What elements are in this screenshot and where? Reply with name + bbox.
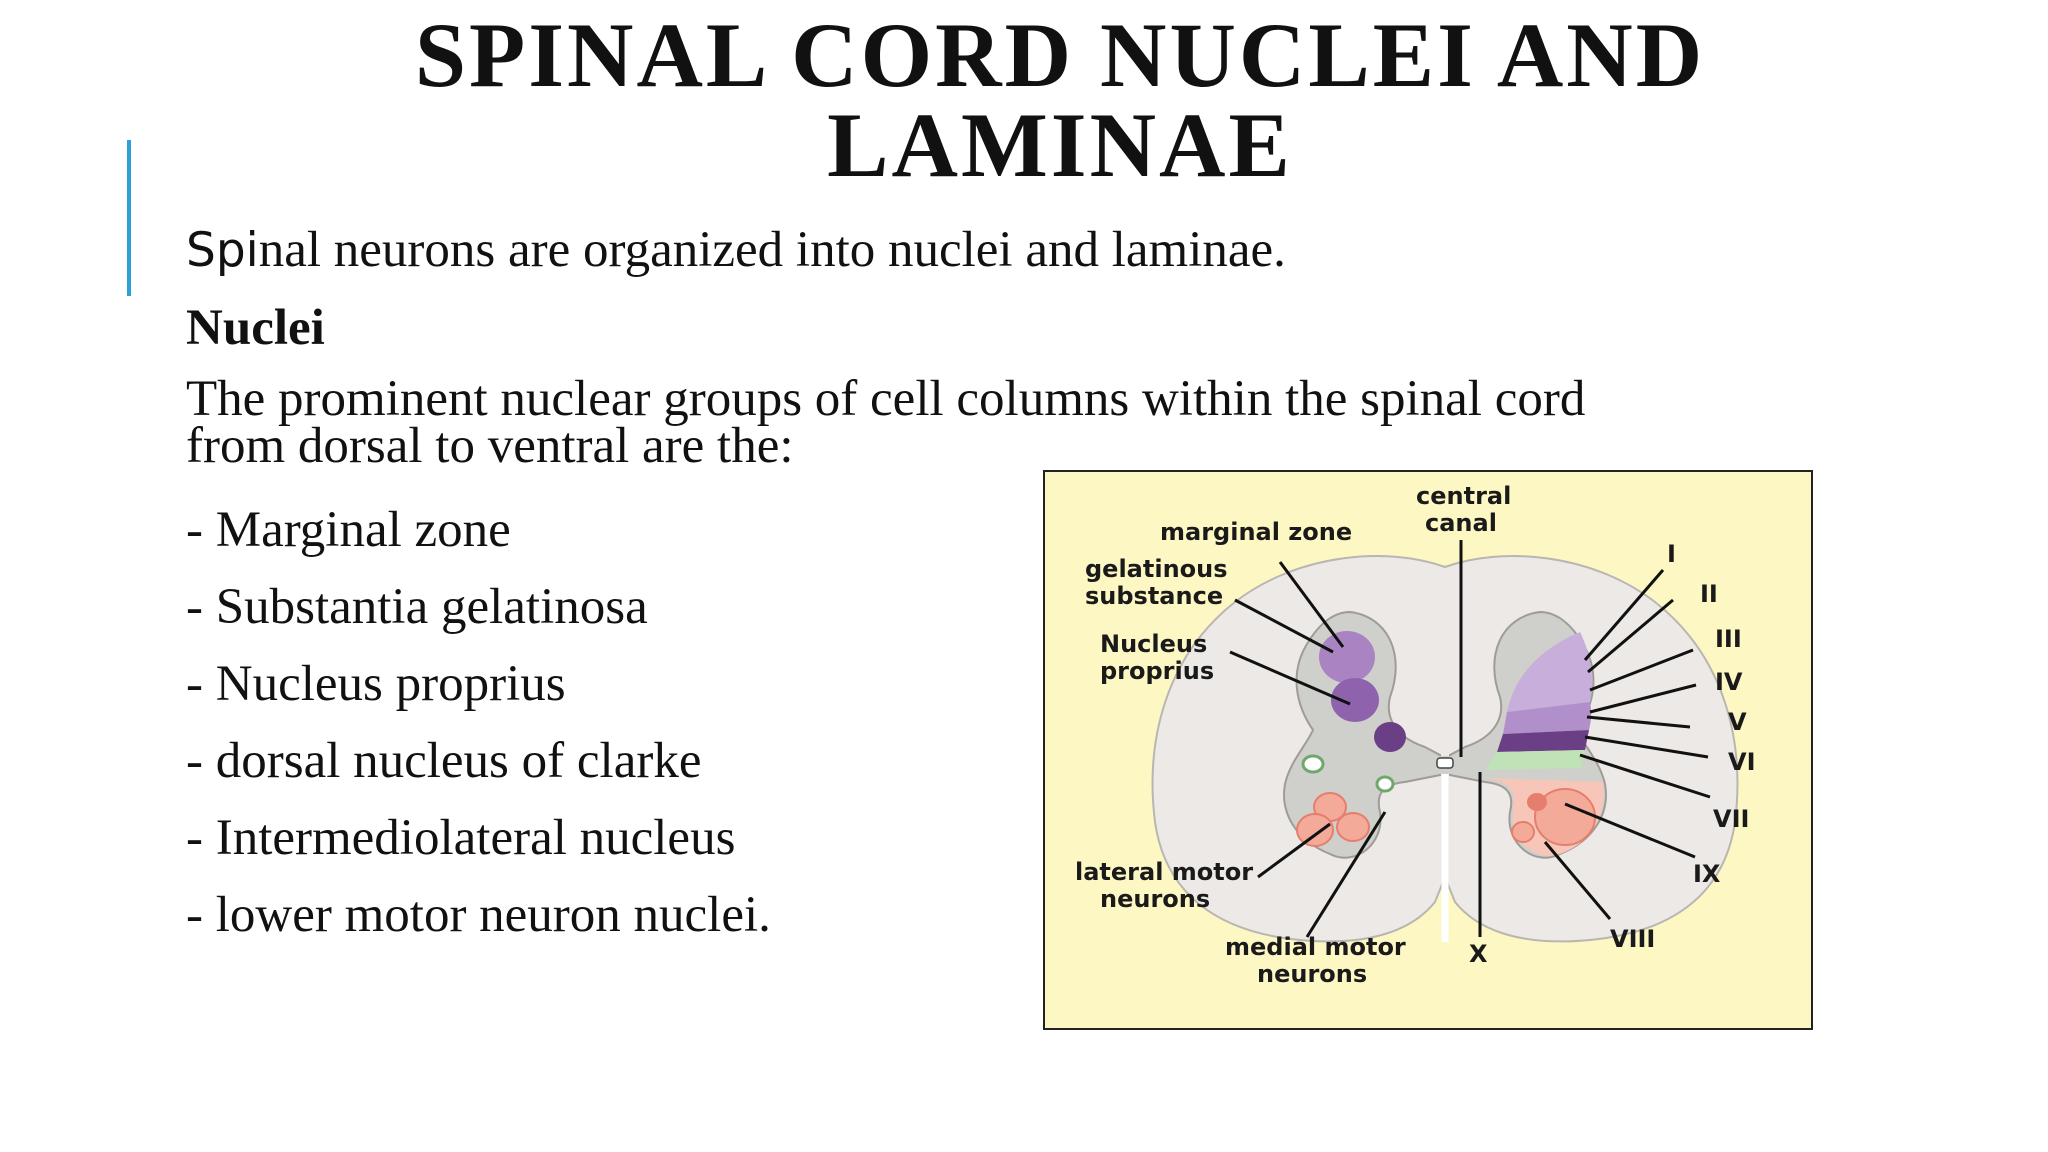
label-nucleus-1: Nucleus bbox=[1100, 630, 1207, 658]
spinal-cord-svg: marginal zone gelatinous substance Nucle… bbox=[1075, 482, 1756, 988]
intro-rest: nal neurons are organized into nuclei an… bbox=[258, 222, 1286, 278]
label-nucleus-2: proprius bbox=[1100, 657, 1214, 685]
list-item-dorsal-nucleus-clarke: - dorsal nucleus of clarke bbox=[186, 733, 702, 789]
list-item-intermediolateral: - Intermediolateral nucleus bbox=[186, 810, 736, 866]
intro-sentence: Spinal neurons are organized into nuclei… bbox=[186, 220, 1286, 281]
nuclei-heading: Nuclei bbox=[186, 300, 325, 356]
right-lamina-vi bbox=[1485, 750, 1585, 770]
label-lateral-2: neurons bbox=[1100, 885, 1210, 913]
left-green-nucleus-2 bbox=[1375, 775, 1395, 793]
list-item-lower-motor-neuron: - lower motor neuron nuclei. bbox=[186, 887, 771, 943]
spinal-cord-diagram: marginal zone gelatinous substance Nucle… bbox=[1043, 470, 1813, 1030]
left-green-nucleus-1 bbox=[1301, 754, 1325, 774]
left-motor-nucleus-3 bbox=[1336, 812, 1370, 842]
lamina-label-viii: VIII bbox=[1610, 925, 1655, 953]
label-lateral-1: lateral motor bbox=[1075, 858, 1253, 886]
list-item-nucleus-proprius: - Nucleus proprius bbox=[186, 656, 566, 712]
right-motor-nucleus-small-1 bbox=[1527, 793, 1547, 811]
intro-paragraph: The prominent nuclear groups of cell col… bbox=[186, 371, 1586, 474]
left-motor-nucleus-2 bbox=[1296, 813, 1334, 847]
left-proprius-nucleus bbox=[1331, 678, 1379, 722]
lamina-label-vii: VII bbox=[1713, 805, 1749, 833]
right-lamina-v bbox=[1497, 730, 1589, 752]
left-gelatinosa-nucleus bbox=[1319, 631, 1375, 683]
title-line-2: LAMINAE bbox=[827, 94, 1293, 196]
lamina-label-ix: IX bbox=[1693, 860, 1721, 888]
lamina-label-v: V bbox=[1728, 708, 1747, 736]
central-canal-shape bbox=[1436, 757, 1454, 769]
label-medial-1: medial motor bbox=[1225, 933, 1406, 961]
lamina-label-ii: II bbox=[1700, 580, 1718, 608]
right-motor-nucleus-small-2 bbox=[1511, 821, 1535, 843]
right-lamina-iv bbox=[1503, 702, 1592, 734]
list-item-marginal-zone: - Marginal zone bbox=[186, 502, 511, 558]
accent-bar bbox=[127, 140, 131, 296]
lamina-label-iii: III bbox=[1715, 625, 1742, 653]
intro-prefix: Spi bbox=[186, 223, 259, 278]
list-item-substantia-gelatinosa: - Substantia gelatinosa bbox=[186, 579, 648, 635]
lamina-label-x: X bbox=[1469, 940, 1488, 968]
title-line-1: SPINAL CORD NUCLEI AND bbox=[414, 4, 1706, 106]
lamina-label-vi: VI bbox=[1728, 748, 1756, 776]
label-gelatinous-2: substance bbox=[1085, 582, 1223, 610]
left-clarke-nucleus bbox=[1374, 722, 1406, 752]
label-medial-2: neurons bbox=[1257, 960, 1367, 988]
label-central: central bbox=[1416, 482, 1511, 510]
lamina-label-i: I bbox=[1667, 540, 1676, 568]
lamina-label-iv: IV bbox=[1715, 668, 1743, 696]
label-canal: canal bbox=[1425, 509, 1497, 537]
right-leader-lines bbox=[1543, 569, 1711, 920]
right-lamina-upper bbox=[1507, 632, 1592, 712]
label-marginal-zone: marginal zone bbox=[1160, 518, 1352, 546]
label-gelatinous-1: gelatinous bbox=[1085, 555, 1228, 583]
slide-title: SPINAL CORD NUCLEI AND LAMINAE bbox=[300, 4, 1820, 196]
left-leader-lines bbox=[1229, 561, 1387, 938]
